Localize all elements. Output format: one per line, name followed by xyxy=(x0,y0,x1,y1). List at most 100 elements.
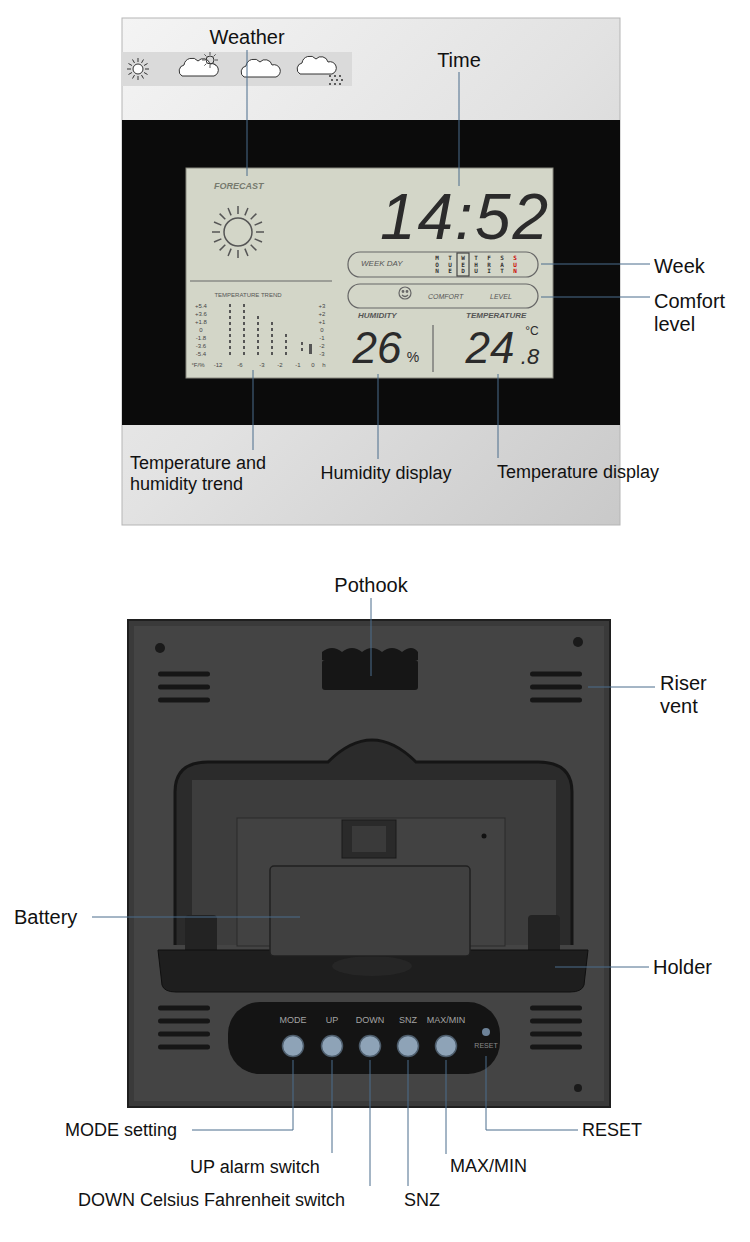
lcd-text: SAT xyxy=(499,255,505,275)
lcd-frames-part xyxy=(190,280,332,281)
callout-label: Battery xyxy=(14,906,77,929)
weather-icon-strip-part-part xyxy=(133,64,143,74)
leader-lines-part xyxy=(370,1060,371,1186)
lcd-text: SUN xyxy=(512,255,518,275)
callout-label: Pothook xyxy=(334,574,407,597)
lcd-text: °C xyxy=(525,325,538,339)
button-panel-part-part xyxy=(398,1036,419,1057)
lcd-forecast-sun-part-part xyxy=(245,208,248,215)
leader-lines-part xyxy=(408,1060,409,1186)
lcd-text: -2 xyxy=(319,343,324,350)
weather-icon-strip-part-part xyxy=(128,73,131,75)
lcd-text: % xyxy=(407,349,419,365)
trend-bars-part xyxy=(301,342,303,345)
button-label: UP xyxy=(326,1015,339,1025)
callout-label: MAX/MIN xyxy=(450,1156,527,1177)
trend-bars-part xyxy=(271,340,273,343)
lcd-frames-part xyxy=(348,252,538,277)
button-panel-part xyxy=(283,1036,457,1057)
trend-bars-part xyxy=(285,334,287,337)
trend-bars-part xyxy=(257,346,259,349)
callout-label: Comfort level xyxy=(654,290,744,336)
lcd-text: 14:52 xyxy=(380,181,550,255)
button-panel-part-part xyxy=(283,1036,304,1057)
callout-label: UP alarm switch xyxy=(190,1157,320,1178)
trend-bars-part xyxy=(243,328,245,331)
trend-bars-part xyxy=(229,322,231,325)
lcd-text: -3 xyxy=(259,362,264,369)
leader-lines-part xyxy=(332,1060,333,1153)
trend-bars-part xyxy=(257,322,259,325)
callout-label: Temperature and humidity trend xyxy=(130,453,295,494)
battery-cover-part xyxy=(270,866,470,956)
leader-lines-part xyxy=(541,297,650,298)
weather-icon-strip-part-part xyxy=(202,60,205,61)
riser-vents-part xyxy=(158,1006,210,1011)
lcd-frames-part xyxy=(348,284,538,308)
lcd-text: FORECAST xyxy=(212,181,266,191)
lcd-forecast-sun-part-part xyxy=(214,222,221,225)
leader-lines-part xyxy=(371,598,372,676)
lcd-text: +3.6 xyxy=(195,311,207,318)
lcd-frames-part xyxy=(399,287,411,299)
leader-lines-part xyxy=(498,374,499,458)
weather-icon-strip-part-part xyxy=(331,79,333,81)
front-housing-part xyxy=(122,120,620,425)
callout-label: Riser vent xyxy=(660,672,735,718)
trend-bars xyxy=(229,304,312,355)
holder-stand-part xyxy=(482,834,487,839)
trend-bars-part xyxy=(257,328,259,331)
lcd-text: -3 xyxy=(319,351,324,358)
callout-label: Weather xyxy=(209,26,284,49)
weather-icon-strip-part-part xyxy=(339,75,341,77)
weather-icon-strip-part xyxy=(202,52,343,85)
lcd-text: WED xyxy=(460,255,466,275)
trend-bars-part xyxy=(271,328,273,331)
weather-icon-strip-part-part xyxy=(336,79,338,81)
weather-icon-strip-part-part xyxy=(341,79,343,81)
callout-label: Temperature display xyxy=(497,462,659,483)
weather-icon-strip-part xyxy=(179,58,218,76)
lcd-forecast-sun-part-part xyxy=(245,249,248,256)
back-housing-part xyxy=(134,626,604,1101)
trend-bars-part xyxy=(229,310,231,313)
weather-icon-strip-part-part xyxy=(133,75,135,78)
lcd-text: -1.8 xyxy=(196,335,206,342)
lcd-text: THU xyxy=(473,255,479,275)
riser-vents-part xyxy=(530,1006,582,1011)
callout-label: MODE setting xyxy=(65,1120,177,1141)
lcd-frames-part xyxy=(432,325,433,372)
riser-vents-part xyxy=(530,1019,582,1024)
callout-label: DOWN Celsius Fahrenheit switch xyxy=(78,1190,345,1211)
riser-vents-part xyxy=(530,1032,582,1037)
riser-vents-part xyxy=(158,698,210,703)
weather-icon-strip-part-part xyxy=(144,64,147,66)
weather-icon-strip-part-part xyxy=(145,69,149,70)
button-label: DOWN xyxy=(356,1015,385,1025)
lcd-forecast-sun-part-part xyxy=(214,239,221,242)
lcd-text: +5.4 xyxy=(195,303,207,310)
trend-bars-part xyxy=(229,304,231,307)
weather-icon-strip-part-part xyxy=(214,64,216,66)
trend-bars-part xyxy=(285,346,287,349)
front-housing-part xyxy=(186,168,553,378)
weather-icon-strip-part-part xyxy=(339,83,341,85)
pothook-slot-part xyxy=(322,648,418,660)
trend-bars-part xyxy=(229,340,231,343)
weather-icon-strip xyxy=(122,52,352,86)
trend-bars-part xyxy=(257,340,259,343)
holder-stand-part xyxy=(352,826,386,852)
trend-bars-part xyxy=(271,352,273,355)
lcd-forecast-sun-part-part xyxy=(255,222,262,225)
weather-icon-strip-part-part xyxy=(142,75,144,78)
weather-icon-strip-part-part xyxy=(334,83,336,85)
leader-lines-part xyxy=(92,917,300,918)
back-housing-part xyxy=(573,637,583,647)
callout-label: Holder xyxy=(653,956,712,979)
lcd-frames-part xyxy=(402,291,404,293)
lcd-forecast-sun-part xyxy=(212,206,264,258)
button-panel-part-part xyxy=(436,1036,457,1057)
holder-stand-part xyxy=(332,956,412,976)
